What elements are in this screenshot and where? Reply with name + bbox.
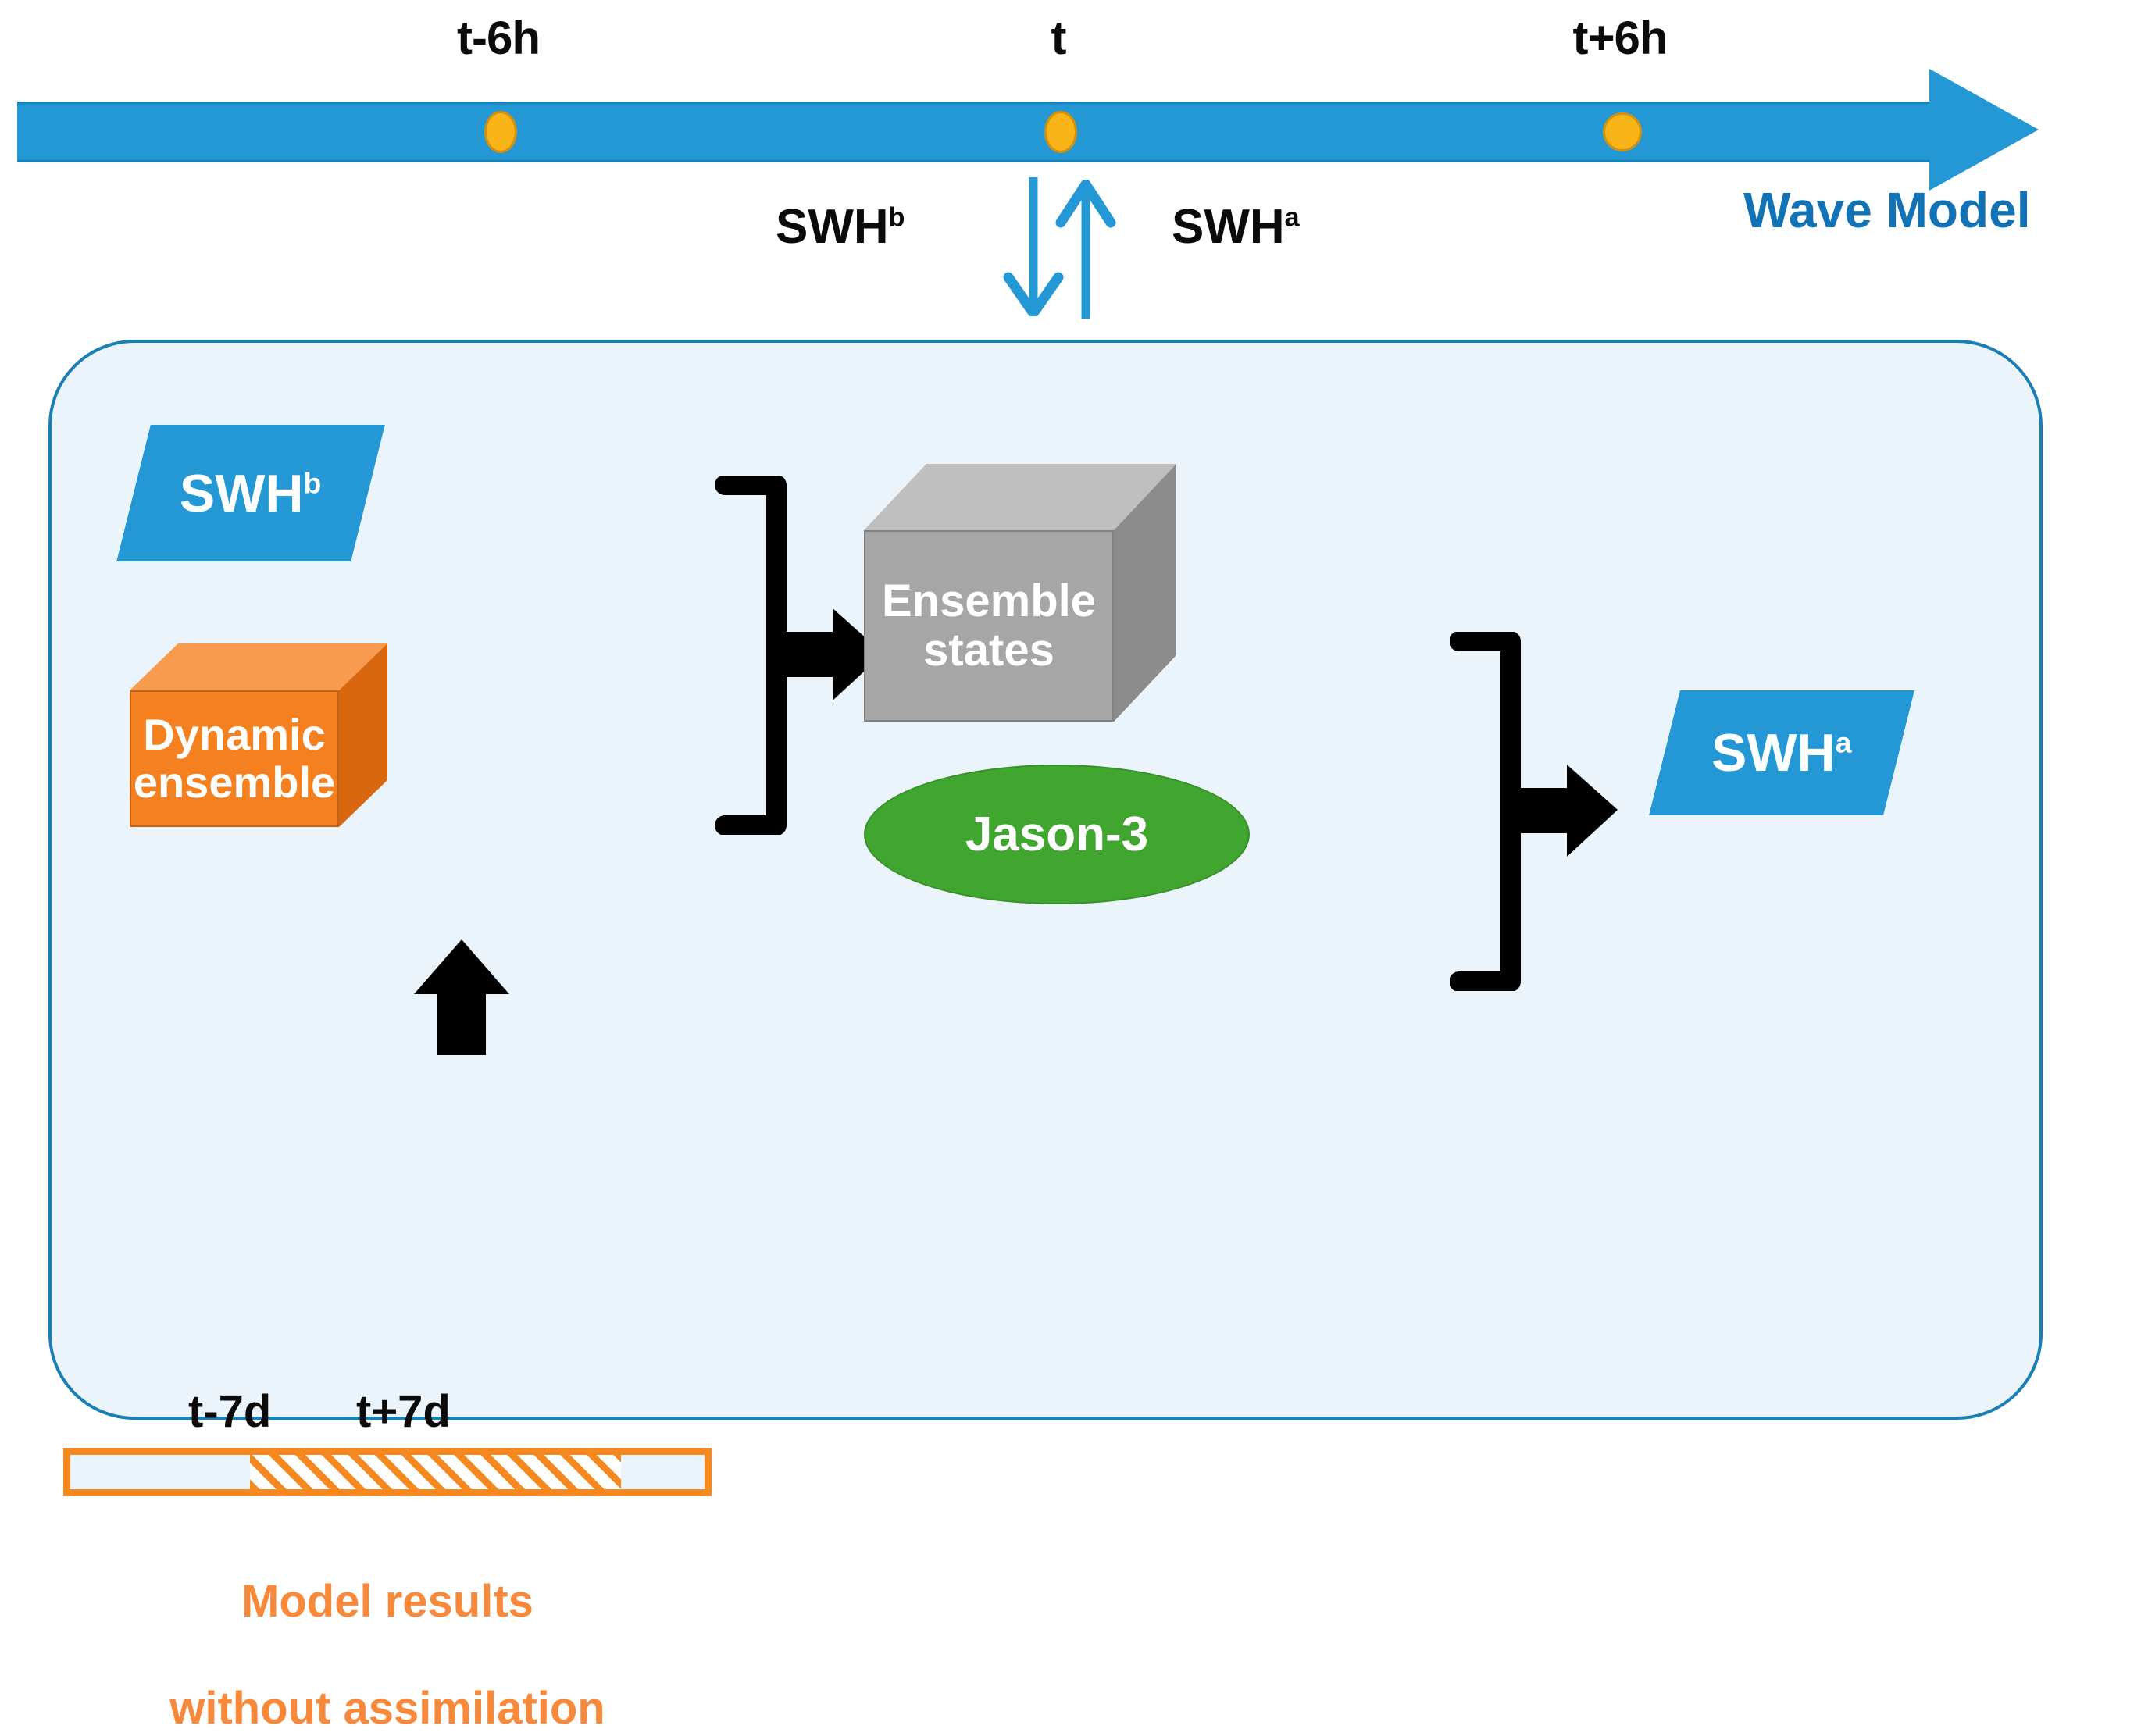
assimilation-panel: SWHb Dynamic ensemble Ensemble states Ja… bbox=[48, 340, 2043, 1734]
ensemble-states-box[interactable]: Ensemble states bbox=[864, 464, 1176, 722]
timeline-section: t-6h t t+6h Wave Model SWHb SWHa bbox=[0, 0, 2141, 319]
jason-3-label: Jason-3 bbox=[965, 807, 1149, 861]
dynamic-ensemble-box-top bbox=[130, 643, 387, 690]
timeline-dot-t-plus-6h bbox=[1603, 112, 1642, 151]
swh-background-exchange-label: SWHb bbox=[776, 199, 905, 255]
timeline-label-t: t bbox=[1051, 12, 1067, 64]
swh-background-shape-text: SWHb bbox=[180, 463, 322, 523]
dynamic-ensemble-line1: Dynamic bbox=[143, 710, 326, 760]
timeline-shaft bbox=[17, 102, 1950, 162]
timeline-label-t-plus-6h: t+6h bbox=[1572, 12, 1668, 64]
ensemble-states-box-front: Ensemble states bbox=[864, 530, 1114, 722]
jason-3-observation[interactable]: Jason-3 bbox=[864, 765, 1250, 904]
swh-background-text: SWH bbox=[776, 200, 889, 254]
model-window-caption: Model results without assimilation bbox=[75, 1522, 700, 1736]
window-tick-left: t-7d bbox=[188, 1386, 272, 1437]
model-window-assimilated-span bbox=[250, 1455, 621, 1489]
swh-analysis-exchange-label: SWHa bbox=[1172, 199, 1300, 255]
right-bracket-arrow bbox=[1450, 632, 1618, 991]
swh-analysis-text: SWH bbox=[1172, 200, 1285, 254]
dynamic-ensemble-box-front: Dynamic ensemble bbox=[130, 690, 339, 827]
model-window-caption-line1: Model results bbox=[241, 1576, 533, 1627]
swh-analysis-shape-text: SWHa bbox=[1711, 723, 1852, 782]
model-window-bar[interactable] bbox=[63, 1448, 712, 1496]
timeline-dot-t-minus-6h bbox=[484, 111, 517, 153]
dynamic-ensemble-line2: ensemble bbox=[133, 757, 336, 807]
swh-background-superscript: b bbox=[888, 202, 905, 233]
wave-model-label: Wave Model bbox=[1743, 182, 2031, 238]
up-arrow-icon bbox=[1055, 180, 1116, 319]
timeline-label-t-minus-6h: t-6h bbox=[457, 12, 541, 64]
ensemble-states-line2: states bbox=[923, 624, 1054, 676]
dynamic-ensemble-box[interactable]: Dynamic ensemble bbox=[130, 643, 387, 827]
down-arrow-icon bbox=[1003, 177, 1064, 316]
left-bracket-arrow bbox=[715, 476, 883, 835]
timeline-arrowhead-icon bbox=[1929, 69, 2039, 191]
swh-background-shape[interactable]: SWHb bbox=[116, 425, 385, 561]
swh-analysis-superscript: a bbox=[1284, 202, 1300, 233]
ensemble-states-line1: Ensemble bbox=[882, 575, 1096, 626]
swh-analysis-shape[interactable]: SWHa bbox=[1649, 690, 1914, 815]
model-window-caption-line2: without assimilation bbox=[169, 1683, 605, 1734]
timeline-dot-t bbox=[1044, 111, 1077, 153]
ensemble-source-up-arrow-icon bbox=[414, 939, 509, 1055]
window-tick-right: t+7d bbox=[356, 1386, 451, 1437]
